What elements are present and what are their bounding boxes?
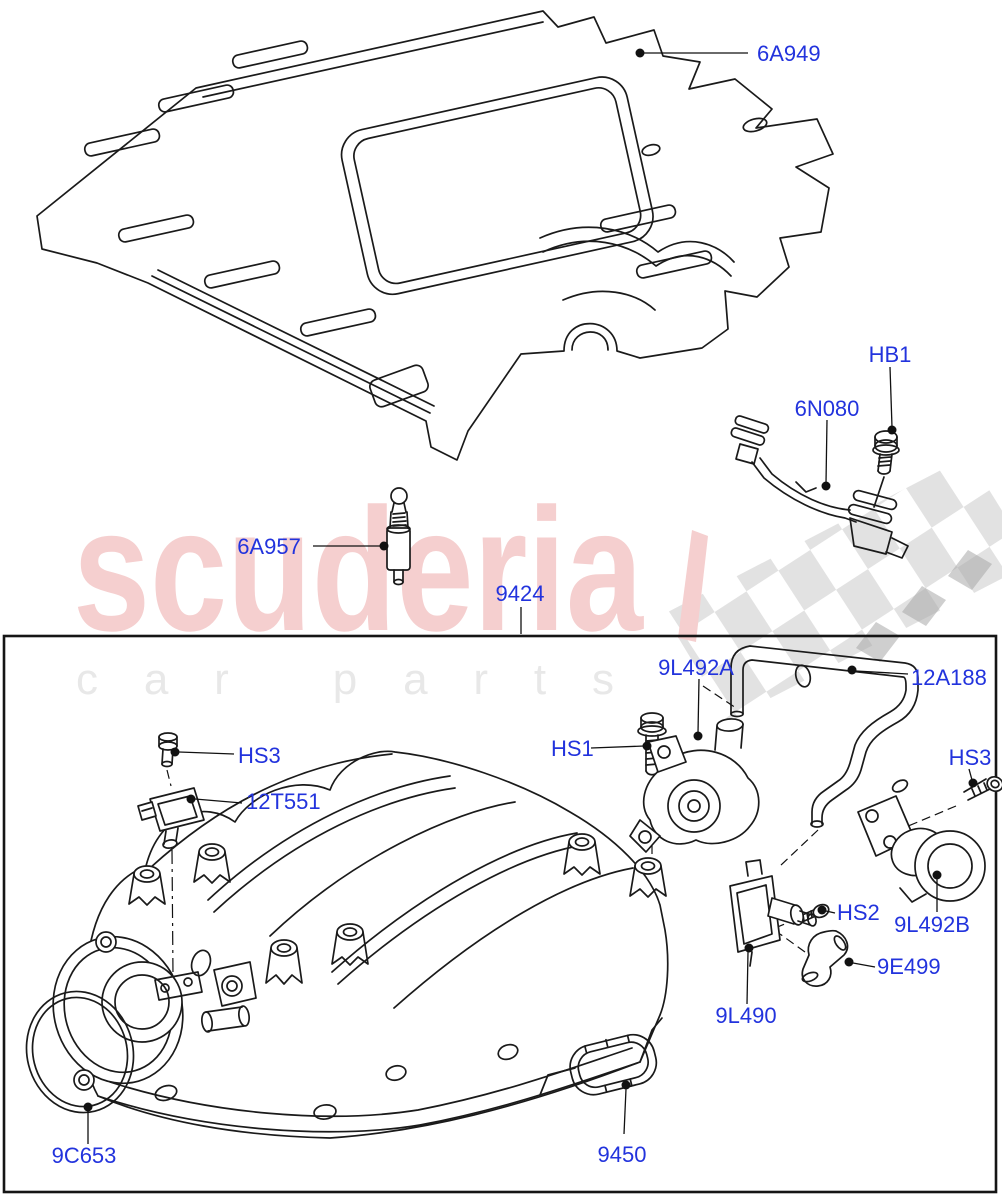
leader-line bbox=[590, 745, 645, 749]
hose-12a188-drawing bbox=[730, 645, 919, 828]
checkered-flag-watermark bbox=[664, 456, 1002, 720]
leader-line bbox=[746, 951, 749, 1005]
install-line-12t551 bbox=[171, 849, 174, 977]
leader-line bbox=[852, 962, 876, 968]
callout-6n080[interactable]: 6N080 bbox=[795, 396, 860, 421]
throttle-body-drawing bbox=[52, 931, 257, 1091]
callout-9e499[interactable]: 9E499 bbox=[877, 954, 941, 979]
checkered-flag-dark-cell bbox=[948, 550, 992, 590]
screw-hs3-left-drawing bbox=[158, 732, 178, 768]
callout-hb1[interactable]: HB1 bbox=[869, 342, 912, 367]
callout-hs1[interactable]: HS1 bbox=[551, 736, 594, 761]
watermark-brand-text: scuderia bbox=[73, 473, 644, 668]
assembly-box-frame bbox=[2, 634, 998, 1194]
callout-6a949[interactable]: 6A949 bbox=[757, 41, 821, 66]
leader-line bbox=[968, 768, 973, 781]
checkered-flag-dark-cell bbox=[902, 586, 946, 626]
callout-9c653[interactable]: 9C653 bbox=[52, 1143, 117, 1168]
gasket-9c653-drawing bbox=[25, 990, 135, 1114]
callout-9l490[interactable]: 9L490 bbox=[715, 1003, 776, 1028]
leader-line bbox=[889, 366, 893, 428]
valve-9l490-drawing bbox=[729, 859, 817, 967]
callout-hs3-right[interactable]: HS3 bbox=[949, 745, 992, 770]
install-line-9e499 bbox=[779, 933, 806, 953]
callout-hs2[interactable]: HS2 bbox=[837, 900, 880, 925]
callout-9424[interactable]: 9424 bbox=[496, 581, 545, 606]
engine-cover-badge bbox=[369, 364, 429, 408]
callouts: 6A949 HB1 6N080 6A957 9424 HS3 12T551 HS… bbox=[52, 41, 992, 1168]
valve-9l492a-drawing bbox=[629, 718, 760, 853]
leader-line bbox=[178, 751, 235, 755]
install-line-hose bbox=[779, 829, 819, 867]
callout-6a957[interactable]: 6A957 bbox=[237, 534, 301, 559]
leader-line bbox=[855, 670, 909, 675]
brand-flag-wedge bbox=[678, 530, 708, 642]
leader-line bbox=[623, 1088, 627, 1135]
harness-bracket-drawing bbox=[730, 415, 909, 559]
callout-hs3-left[interactable]: HS3 bbox=[238, 743, 281, 768]
callout-9l492b[interactable]: 9L492B bbox=[894, 912, 970, 937]
engine-cover-drawing bbox=[36, 10, 834, 461]
leader-line bbox=[825, 910, 836, 914]
callout-9l492a[interactable]: 9L492A bbox=[658, 655, 734, 680]
gasket-9450-drawing bbox=[569, 1033, 658, 1096]
callout-12a188[interactable]: 12A188 bbox=[911, 665, 987, 690]
leader-lines bbox=[83, 48, 978, 1144]
engine-cover-grille bbox=[340, 76, 654, 296]
callout-12t551[interactable]: 12T551 bbox=[246, 789, 321, 814]
checkered-flag-dark-cell bbox=[856, 622, 900, 662]
manifold-bolt-towers bbox=[128, 833, 667, 985]
leader-line bbox=[825, 419, 828, 484]
bolt-hs1-drawing bbox=[637, 712, 667, 776]
elbow-9e499-drawing bbox=[801, 929, 849, 987]
leader-line bbox=[697, 678, 700, 734]
valve-9l492b-drawing bbox=[857, 779, 986, 903]
intake-manifold-drawing bbox=[52, 750, 669, 1139]
leader-line bbox=[194, 798, 243, 804]
install-line-hs3-left bbox=[166, 769, 172, 787]
watermark-tagline-text: car parts bbox=[76, 655, 654, 704]
callout-9450[interactable]: 9450 bbox=[598, 1142, 647, 1167]
